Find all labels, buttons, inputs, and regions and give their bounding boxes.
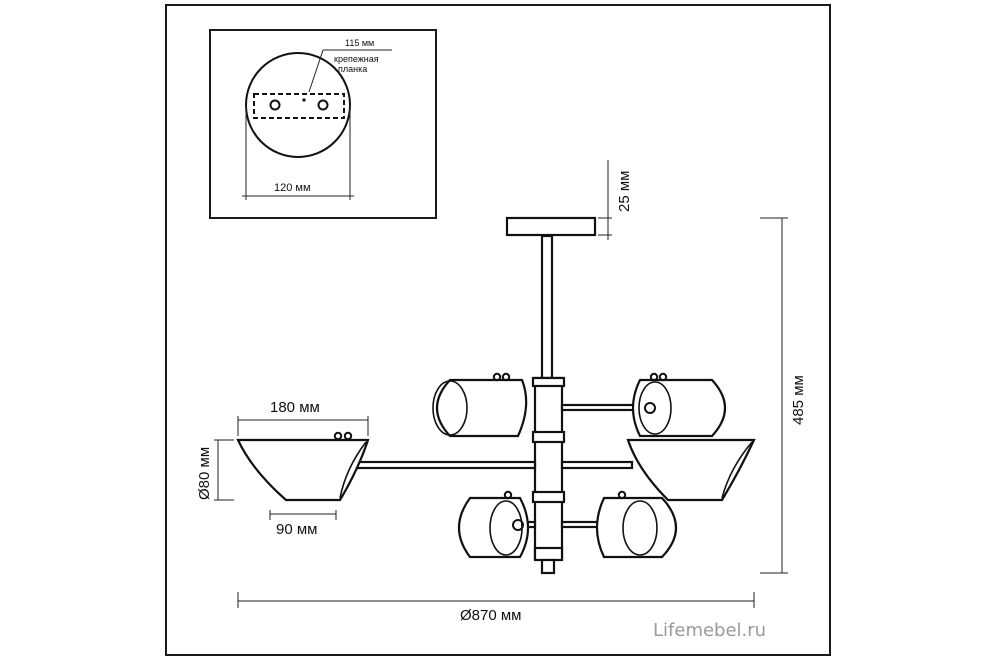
mounting-bar — [253, 93, 345, 119]
shade-left-inner — [339, 441, 367, 499]
shade-lower-right-body — [595, 496, 677, 559]
bar-center-dot — [302, 98, 306, 102]
arm-left-long — [351, 460, 537, 470]
shade-upper-right-knob-2 — [658, 372, 668, 382]
label-115: 115 мм — [345, 38, 374, 48]
shade-left-knob-1 — [333, 431, 343, 441]
label-25: 25 мм — [616, 171, 633, 212]
watermark: Lifemebel.ru — [653, 620, 766, 641]
shade-upper-right-rim — [638, 381, 672, 435]
label-plate-2: планка — [338, 64, 367, 74]
outer-frame — [165, 4, 831, 656]
shade-upper-left — [432, 372, 528, 438]
label-870: Ø870 мм — [460, 607, 522, 624]
shade-lower-left — [458, 490, 530, 559]
label-485: 485 мм — [790, 375, 807, 425]
shade-upper-right-body — [631, 378, 726, 438]
mounting-plate-inset: 115 мм крепежная планка 120 мм — [209, 29, 437, 219]
shade-right — [626, 438, 756, 502]
shade-upper-left-rim — [432, 380, 468, 436]
label-plate-1: крепежная — [334, 54, 379, 64]
central-tube — [533, 376, 564, 560]
canopy — [505, 216, 597, 380]
central-body — [531, 376, 566, 575]
shade-lower-left-socket — [512, 519, 524, 531]
arm-right-long — [560, 460, 634, 470]
inset-frame — [209, 29, 437, 219]
shade-upper-right — [631, 372, 726, 438]
shade-lower-right-knob — [617, 490, 627, 500]
shade-lower-left-body — [458, 496, 530, 559]
shade-left — [236, 431, 370, 502]
shade-upper-left-knob-1 — [492, 372, 502, 382]
collar-mid — [531, 430, 566, 444]
shade-lower-right-rim — [622, 500, 658, 556]
dim-80: Ø80 мм — [196, 439, 234, 501]
arm-upper-right — [560, 403, 646, 412]
collar-top — [531, 376, 566, 388]
shade-upper-right-socket — [644, 402, 656, 414]
dim-180: 180 мм — [237, 399, 369, 436]
shade-lower-right — [595, 490, 677, 559]
collar-low — [531, 490, 566, 504]
shade-upper-right-knob-1 — [649, 372, 659, 382]
label-120: 120 мм — [274, 182, 311, 194]
shade-left-knob-2 — [343, 431, 353, 441]
label-90: 90 мм — [276, 521, 317, 538]
screw-hole-right — [317, 99, 329, 111]
shade-left-body — [236, 438, 370, 502]
finial — [540, 558, 556, 575]
screw-hole-left — [269, 99, 281, 111]
shade-lower-left-knob — [503, 490, 513, 500]
base-circle — [245, 52, 351, 158]
label-180: 180 мм — [270, 399, 320, 416]
shade-upper-left-body — [436, 378, 528, 438]
stem — [540, 234, 554, 380]
label-80: Ø80 мм — [196, 447, 213, 500]
collar-bottom — [533, 546, 564, 562]
canopy-plate — [505, 216, 597, 237]
dim-485: 485 мм — [760, 217, 807, 574]
shade-upper-left-knob-2 — [501, 372, 511, 382]
dim-90: 90 мм — [269, 510, 337, 538]
dim-25: 25 мм — [598, 160, 633, 240]
shade-right-inner — [721, 441, 753, 499]
shade-right-body — [626, 438, 756, 502]
dim-115-leader — [308, 49, 324, 93]
dim-870: Ø870 мм — [237, 592, 755, 624]
